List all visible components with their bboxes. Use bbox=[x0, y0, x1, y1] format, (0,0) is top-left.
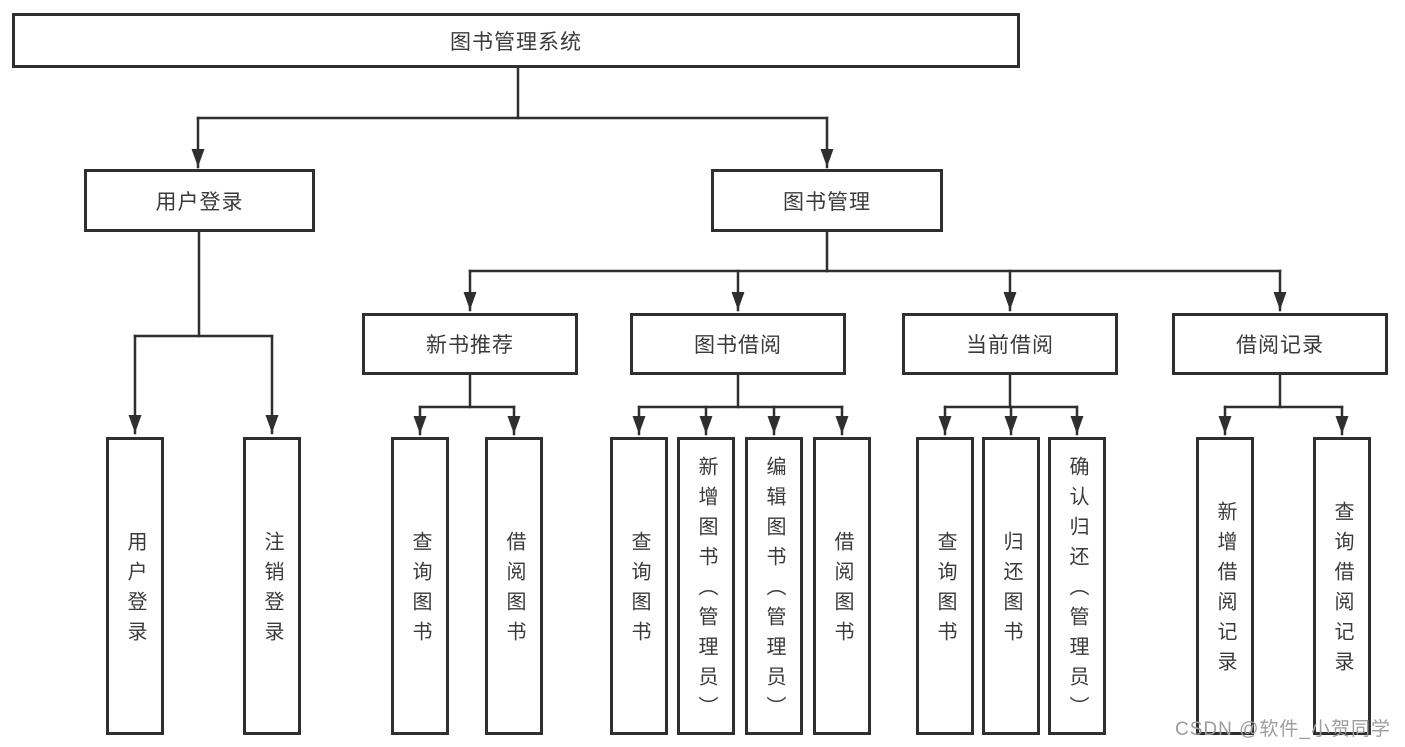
leaf-edit-book-admin-label: 编辑图书（管理员） bbox=[763, 456, 785, 726]
node-user-login: 用户登录 bbox=[84, 169, 315, 232]
node-new-book-recommend-label: 新书推荐 bbox=[426, 334, 514, 357]
leaf-borrow-query-books-label: 查询图书 bbox=[628, 531, 650, 651]
node-book-borrow-label: 图书借阅 bbox=[694, 334, 782, 357]
leaf-add-borrow-record-label: 新增借阅记录 bbox=[1214, 501, 1236, 681]
node-book-borrow: 图书借阅 bbox=[630, 313, 846, 375]
leaf-borrow-books: 借阅图书 bbox=[813, 437, 871, 735]
leaf-recommend-query-books-label: 查询图书 bbox=[409, 531, 431, 651]
node-current-borrow-label: 当前借阅 bbox=[966, 334, 1054, 357]
leaf-add-borrow-record: 新增借阅记录 bbox=[1196, 437, 1254, 735]
csdn-watermark: CSDN @软件_小贺同学 bbox=[1175, 719, 1391, 740]
leaf-query-borrow-record: 查询借阅记录 bbox=[1313, 437, 1371, 735]
leaf-add-book-admin: 新增图书（管理员） bbox=[677, 437, 735, 735]
leaf-recommend-borrow-books: 借阅图书 bbox=[485, 437, 543, 735]
leaf-add-book-admin-label: 新增图书（管理员） bbox=[695, 456, 717, 726]
node-root-label: 图书管理系统 bbox=[450, 30, 582, 54]
leaf-borrow-query-books: 查询图书 bbox=[610, 437, 668, 735]
leaf-current-query-books-label: 查询图书 bbox=[934, 531, 956, 651]
node-book-management: 图书管理 bbox=[711, 169, 943, 232]
node-book-management-label: 图书管理 bbox=[783, 190, 871, 214]
leaf-logout: 注销登录 bbox=[243, 437, 301, 735]
leaf-borrow-books-label: 借阅图书 bbox=[831, 531, 853, 651]
node-borrow-records-label: 借阅记录 bbox=[1236, 334, 1324, 357]
leaf-user-login: 用户登录 bbox=[106, 437, 164, 735]
leaf-query-borrow-record-label: 查询借阅记录 bbox=[1331, 501, 1353, 681]
leaf-recommend-query-books: 查询图书 bbox=[391, 437, 449, 735]
leaf-recommend-borrow-books-label: 借阅图书 bbox=[503, 531, 525, 651]
leaf-user-login-label: 用户登录 bbox=[124, 531, 146, 651]
leaf-confirm-return-admin: 确认归还（管理员） bbox=[1048, 437, 1106, 735]
leaf-return-book-label: 归还图书 bbox=[1000, 531, 1022, 651]
leaf-current-query-books: 查询图书 bbox=[916, 437, 974, 735]
leaf-return-book: 归还图书 bbox=[982, 437, 1040, 735]
leaf-logout-label: 注销登录 bbox=[261, 531, 283, 651]
node-new-book-recommend: 新书推荐 bbox=[362, 313, 578, 375]
leaf-edit-book-admin: 编辑图书（管理员） bbox=[745, 437, 803, 735]
node-user-login-label: 用户登录 bbox=[155, 190, 244, 214]
node-root-system: 图书管理系统 bbox=[12, 13, 1020, 68]
node-borrow-records: 借阅记录 bbox=[1172, 313, 1388, 375]
node-current-borrow: 当前借阅 bbox=[902, 313, 1118, 375]
leaf-confirm-return-admin-label: 确认归还（管理员） bbox=[1066, 456, 1088, 726]
